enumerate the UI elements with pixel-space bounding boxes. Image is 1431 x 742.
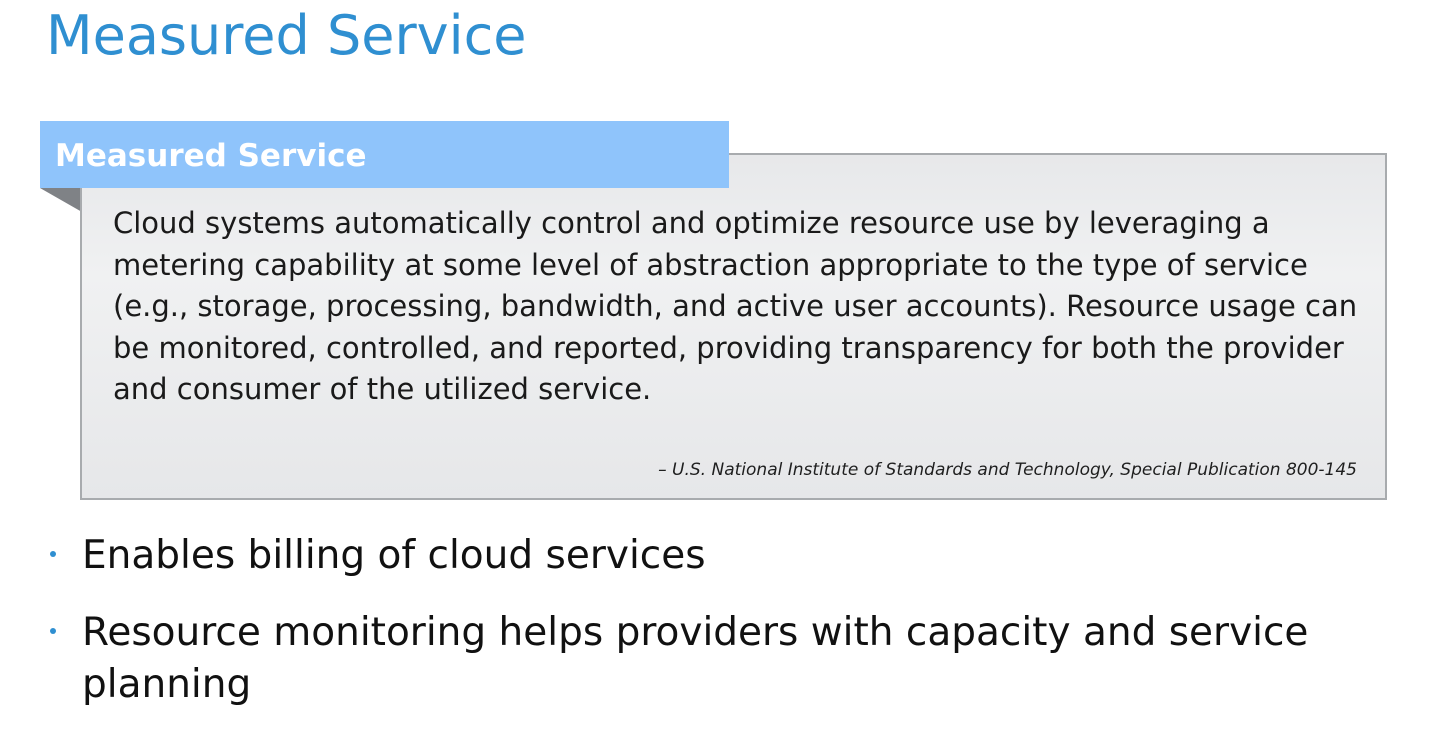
list-item: Enables billing of cloud services — [46, 530, 1386, 582]
slide-title: Measured Service — [46, 4, 527, 67]
bullet-text: Enables billing of cloud services — [82, 533, 706, 578]
definition-callout: Cloud systems automatically control and … — [80, 153, 1387, 500]
callout-tab-label: Measured Service — [55, 138, 367, 174]
definition-source: – U.S. National Institute of Standards a… — [658, 460, 1357, 480]
bullet-icon — [50, 551, 56, 557]
definition-text: Cloud systems automatically control and … — [113, 206, 1358, 406]
bullet-text: Resource monitoring helps providers with… — [82, 610, 1309, 707]
list-item: Resource monitoring helps providers with… — [46, 607, 1386, 711]
bullet-icon — [50, 628, 56, 634]
callout-tab-fold — [40, 188, 82, 212]
callout-tab: Measured Service — [40, 121, 729, 188]
